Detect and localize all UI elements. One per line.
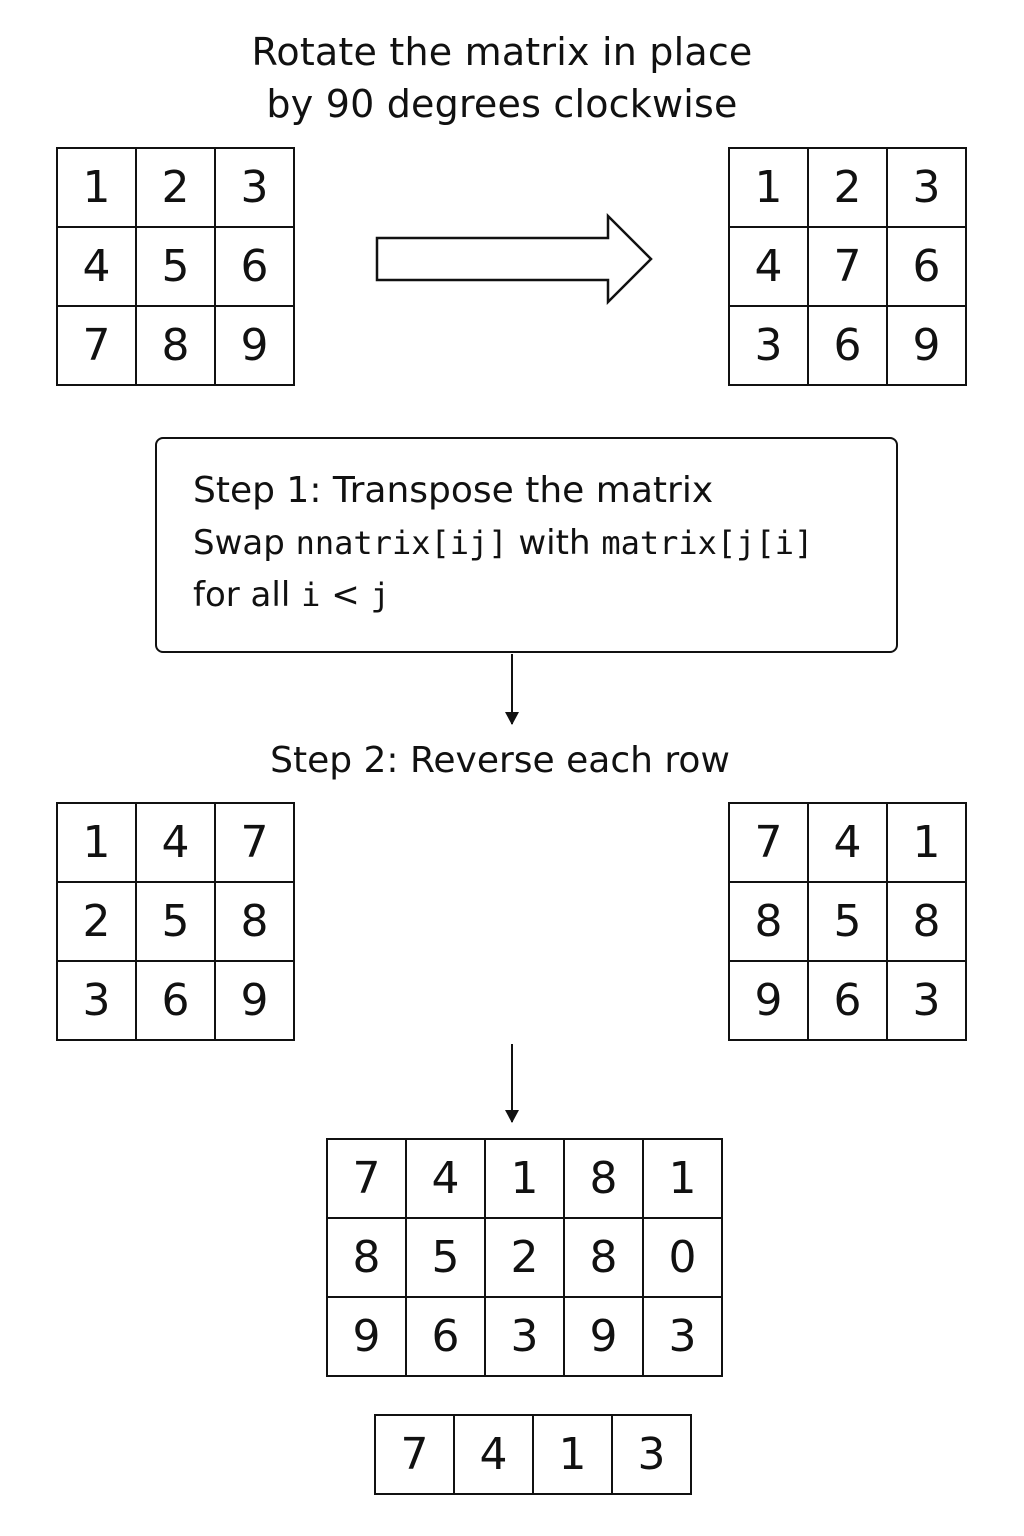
matrix-cell: 3 bbox=[486, 1298, 563, 1375]
matrix-cell: 1 bbox=[644, 1140, 721, 1217]
step-1-condition-line: for all i < j bbox=[193, 569, 860, 621]
matrix-cell: 3 bbox=[216, 149, 293, 226]
matrix-cell: 3 bbox=[58, 962, 135, 1039]
matrix-cell: 8 bbox=[565, 1219, 642, 1296]
matrix-cell: 6 bbox=[407, 1298, 484, 1375]
matrix-cell: 9 bbox=[730, 962, 807, 1039]
matrix-cell: 8 bbox=[216, 883, 293, 960]
swap-word: Swap bbox=[193, 523, 285, 563]
matrix-cell: 3 bbox=[613, 1416, 690, 1493]
matrix-cell: 5 bbox=[809, 883, 886, 960]
matrix-cell: 7 bbox=[376, 1416, 453, 1493]
matrix-cell: 7 bbox=[809, 228, 886, 305]
matrix-cell: 4 bbox=[407, 1140, 484, 1217]
matrix-cell: 2 bbox=[137, 149, 214, 226]
matrix-cell: 6 bbox=[809, 962, 886, 1039]
matrix-cell: 7 bbox=[216, 804, 293, 881]
title-line-2: by 90 degrees clockwise bbox=[266, 82, 738, 126]
matrix-cell: 3 bbox=[730, 307, 807, 384]
matrix-cell: 3 bbox=[644, 1298, 721, 1375]
matrix-cell: 4 bbox=[730, 228, 807, 305]
step-1-swap-line: Swap nnatrix[ij] with matrix[j[i] bbox=[193, 517, 860, 569]
matrix-cell: 4 bbox=[137, 804, 214, 881]
matrix-cell: 3 bbox=[888, 962, 965, 1039]
code-matrix-ji: matrix[j[i] bbox=[601, 524, 814, 562]
matrix-cell: 9 bbox=[216, 962, 293, 1039]
matrix-cell: 8 bbox=[328, 1219, 405, 1296]
matrix-cell: 8 bbox=[565, 1140, 642, 1217]
matrix-cell: 2 bbox=[58, 883, 135, 960]
matrix-cell: 6 bbox=[888, 228, 965, 305]
matrix-cell: 1 bbox=[58, 149, 135, 226]
matrix-cell: 6 bbox=[216, 228, 293, 305]
cond-j: j bbox=[370, 576, 390, 614]
diagram-title: Rotate the matrix in place by 90 degrees… bbox=[0, 26, 1004, 130]
matrix-cell: 9 bbox=[565, 1298, 642, 1375]
matrix-cell: 1 bbox=[58, 804, 135, 881]
matrix-cell: 6 bbox=[809, 307, 886, 384]
matrix-cell: 7 bbox=[58, 307, 135, 384]
cond-i: i bbox=[301, 576, 321, 614]
matrix-cell: 8 bbox=[730, 883, 807, 960]
matrix-cell: 2 bbox=[809, 149, 886, 226]
matrix-cell: 4 bbox=[58, 228, 135, 305]
with-word: with bbox=[518, 523, 591, 563]
matrix-cell: 8 bbox=[137, 307, 214, 384]
matrix-cell: 6 bbox=[137, 962, 214, 1039]
matrix-cell: 5 bbox=[137, 228, 214, 305]
down-arrow-icon bbox=[505, 654, 519, 725]
step-2-title: Step 2: Reverse each row bbox=[270, 740, 730, 781]
matrix-cell: 5 bbox=[137, 883, 214, 960]
matrix-cell: 1 bbox=[486, 1140, 563, 1217]
for-all-word: for all bbox=[193, 575, 291, 615]
matrix-cell: 1 bbox=[534, 1416, 611, 1493]
matrix-cell: 7 bbox=[730, 804, 807, 881]
matrix-cell: 4 bbox=[455, 1416, 532, 1493]
matrix-cell: 9 bbox=[216, 307, 293, 384]
matrix-cell: 3 bbox=[888, 149, 965, 226]
matrix-cell: 5 bbox=[407, 1219, 484, 1296]
matrix-cell: 2 bbox=[486, 1219, 563, 1296]
less-than-sign: < bbox=[331, 575, 360, 615]
matrix-cell: 1 bbox=[888, 804, 965, 881]
matrix-cell: 1 bbox=[730, 149, 807, 226]
matrix-cell: 9 bbox=[888, 307, 965, 384]
down-arrow-icon bbox=[505, 1044, 519, 1123]
right-arrow-icon bbox=[375, 212, 653, 306]
matrix-cell: 4 bbox=[809, 804, 886, 881]
title-line-1: Rotate the matrix in place bbox=[251, 30, 753, 74]
step-1-title: Step 1: Transpose the matrix bbox=[193, 470, 714, 511]
matrix-cell: 0 bbox=[644, 1219, 721, 1296]
matrix-cell: 7 bbox=[328, 1140, 405, 1217]
matrix-cell: 8 bbox=[888, 883, 965, 960]
code-matrix-ij: nnatrix[ij] bbox=[295, 524, 508, 562]
matrix-cell: 9 bbox=[328, 1298, 405, 1375]
step-1-box: Step 1: Transpose the matrix Swap nnatri… bbox=[155, 437, 898, 653]
